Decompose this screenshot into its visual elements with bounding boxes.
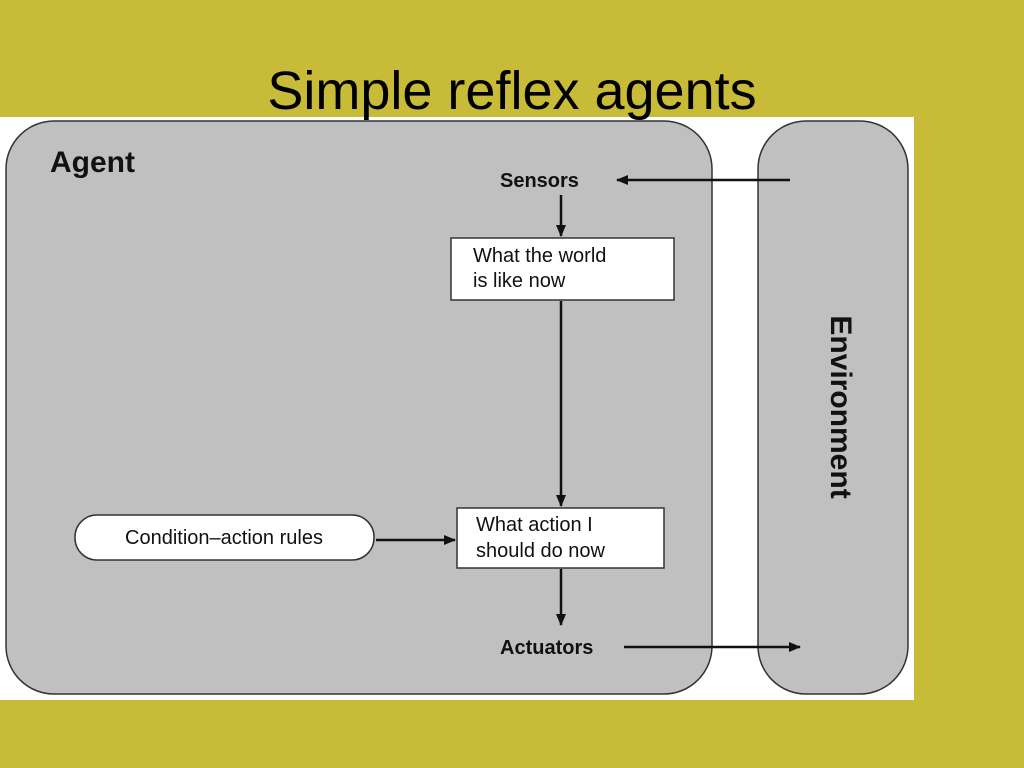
agent-diagram: Agent Environment Sensors What the world… bbox=[0, 117, 914, 700]
world-state-line-2: is like now bbox=[473, 270, 566, 292]
condition-action-rules-label: Condition–action rules bbox=[125, 527, 323, 549]
sensors-label: Sensors bbox=[500, 170, 579, 192]
actuators-label: Actuators bbox=[500, 637, 593, 659]
action-box bbox=[456, 507, 665, 569]
action-box-line-1: What action I bbox=[476, 514, 593, 536]
world-state-box bbox=[450, 237, 675, 301]
environment-panel bbox=[757, 120, 909, 695]
slide-title: Simple reflex agents bbox=[267, 61, 757, 121]
action-box-line-2: should do now bbox=[476, 540, 606, 562]
agent-diagram-svg: Agent Environment Sensors What the world… bbox=[5, 120, 909, 695]
agent-label: Agent bbox=[50, 146, 135, 179]
world-state-line-1: What the world bbox=[473, 245, 606, 267]
agent-panel bbox=[5, 120, 713, 695]
environment-label: Environment bbox=[824, 315, 857, 498]
condition-action-rules-box bbox=[74, 514, 375, 561]
